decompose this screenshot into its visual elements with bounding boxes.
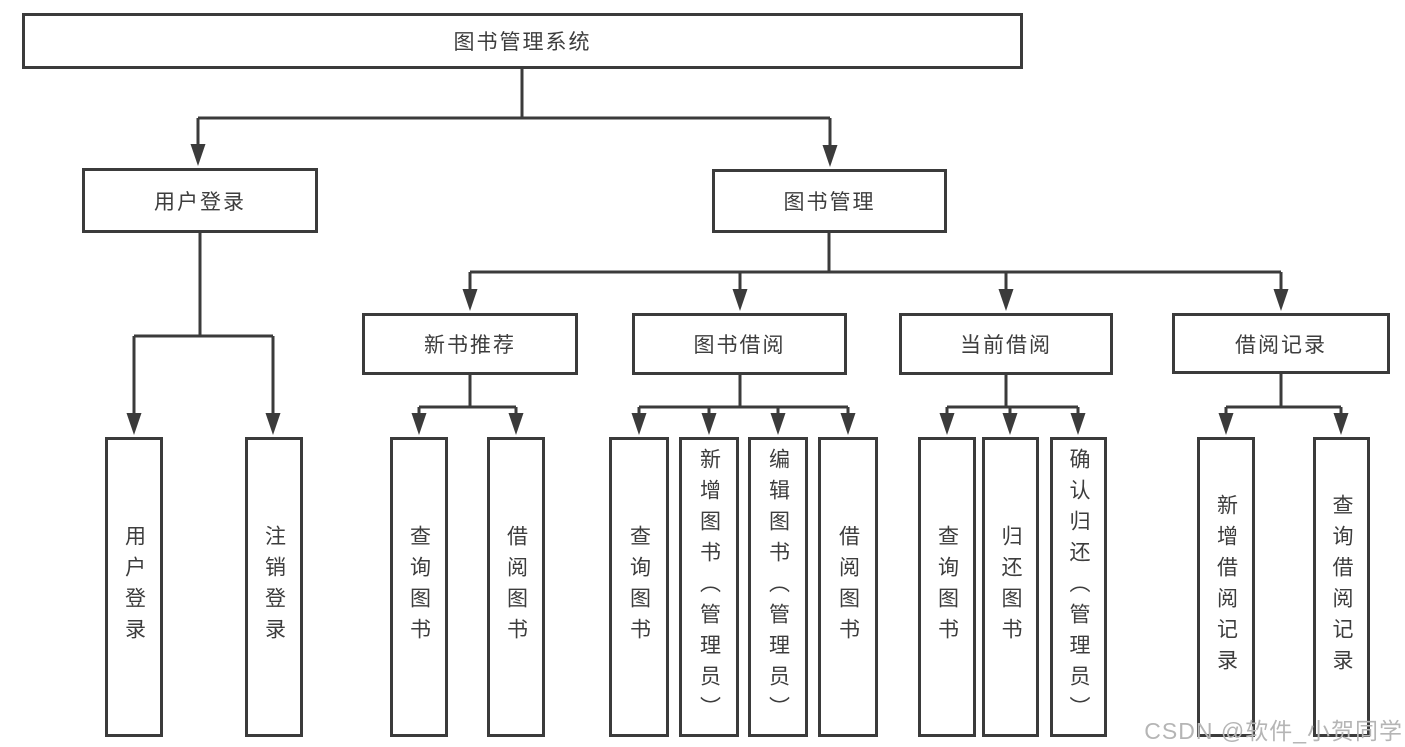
leaf-edit-books-admin: 编辑图书（管理员）: [748, 437, 808, 737]
leaf-query-borrow-record: 查询借阅记录: [1313, 437, 1370, 737]
leaf-label: 查询借阅记录: [1330, 494, 1353, 680]
node-book-management: 图书管理: [712, 169, 947, 233]
leaf-label: 借阅图书: [504, 525, 528, 649]
csdn-watermark: CSDN @软件_小贺同学: [1144, 718, 1403, 744]
node-current-borrow: 当前借阅: [899, 313, 1113, 375]
leaf-label: 编辑图书（管理员）: [766, 447, 790, 727]
node-user-login: 用户登录: [82, 168, 318, 233]
leaf-label: 归还图书: [999, 525, 1022, 649]
leaf-add-books-admin: 新增图书（管理员）: [679, 437, 739, 737]
leaf-logout: 注销登录: [245, 437, 303, 737]
leaf-user-login: 用户登录: [105, 437, 163, 737]
node-new-book-recommend: 新书推荐: [362, 313, 578, 375]
node-borrow-records: 借阅记录: [1172, 313, 1390, 374]
connector-currentborrow-to-leaves: [945, 375, 1080, 414]
node-book-borrow: 图书借阅: [632, 313, 847, 375]
leaf-label: 借阅图书: [836, 525, 860, 649]
node-root: 图书管理系统: [22, 13, 1023, 69]
leaf-label: 新增图书（管理员）: [697, 447, 721, 727]
connector-newbooks-to-leaves: [417, 375, 518, 414]
leaf-query-books-current: 查询图书: [918, 437, 976, 737]
leaf-borrow-books: 借阅图书: [818, 437, 878, 737]
connector-userlogin-to-leaves: [132, 233, 275, 414]
leaf-label: 查询图书: [935, 525, 959, 649]
leaf-add-borrow-record: 新增借阅记录: [1197, 437, 1255, 737]
leaf-borrow-books-newbooks: 借阅图书: [487, 437, 545, 737]
leaf-label: 查询图书: [627, 525, 651, 649]
connector-root-to-level2: [196, 69, 832, 146]
leaf-label: 查询图书: [407, 525, 431, 649]
connector-borrowrecords-to-leaves: [1224, 374, 1343, 414]
arrowhead-icons: [126, 144, 1349, 435]
leaf-label: 注销登录: [262, 525, 286, 649]
leaf-query-books-newbooks: 查询图书: [390, 437, 448, 737]
leaf-return-books: 归还图书: [982, 437, 1039, 737]
leaf-label: 用户登录: [122, 525, 146, 649]
connector-bookborrow-to-leaves: [637, 375, 850, 414]
leaf-query-books-borrow: 查询图书: [609, 437, 669, 737]
leaf-confirm-return-admin: 确认归还（管理员）: [1050, 437, 1107, 737]
leaf-label: 确认归还（管理员）: [1067, 447, 1090, 727]
leaf-label: 新增借阅记录: [1214, 494, 1238, 680]
connector-bookmgmt-to-level3: [468, 233, 1283, 290]
